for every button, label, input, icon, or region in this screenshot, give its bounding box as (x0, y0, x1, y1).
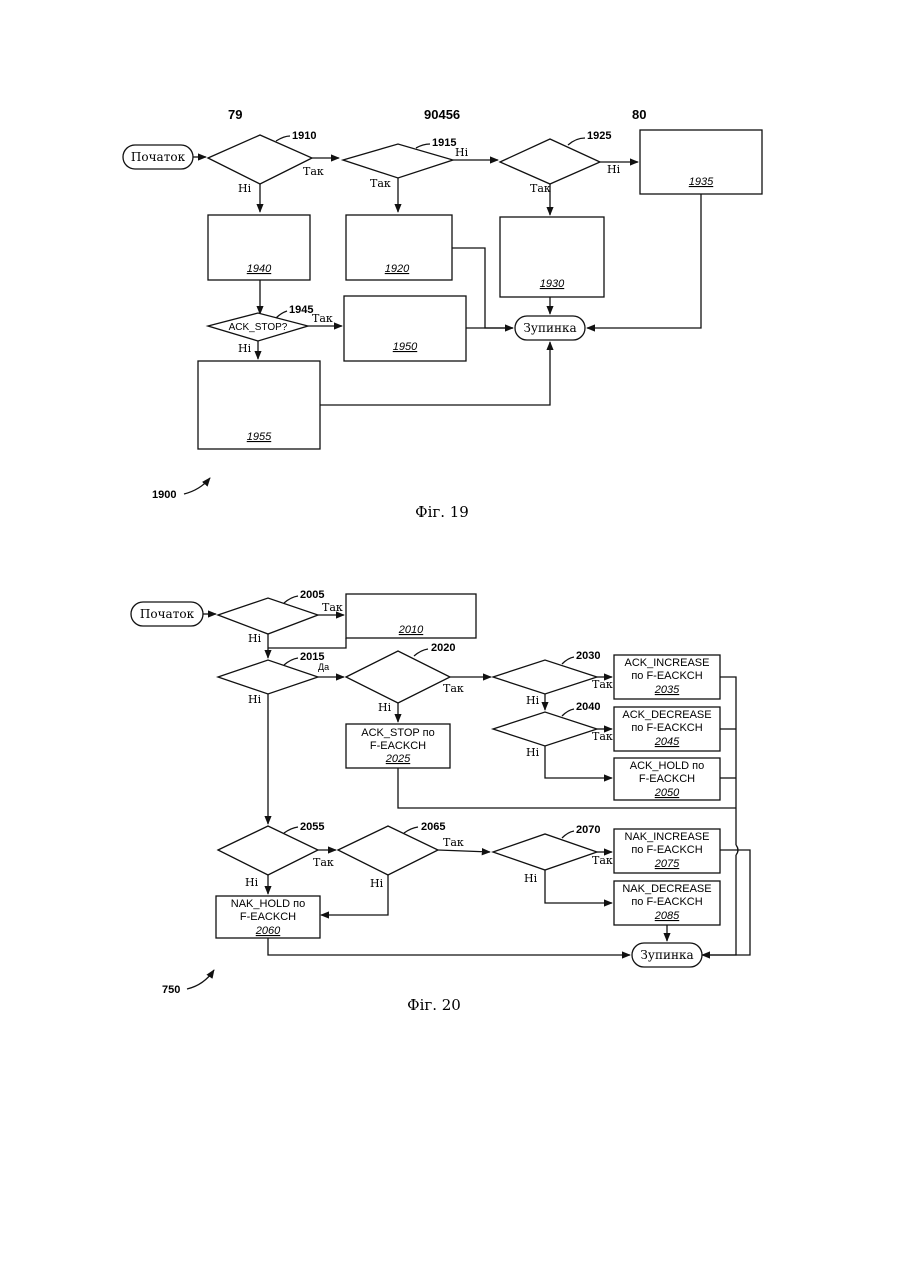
num-2085: 2085 (654, 910, 680, 922)
decision-2065 (338, 826, 438, 875)
yes-2005: Так (322, 601, 343, 614)
figure-20: Початок 2005 Так Ні 2010 2015 Да Ні 2020… (131, 589, 750, 1014)
decision-2015 (218, 660, 318, 694)
start-label-19: Початок (131, 150, 186, 164)
box-2050-line1: ACK_HOLD по (630, 760, 704, 772)
no-1910: Ні (238, 182, 252, 195)
decision-2030 (493, 660, 597, 694)
ref-2005: 2005 (300, 589, 324, 601)
yes-2020: Так (443, 682, 464, 695)
no-2020: Ні (378, 701, 392, 714)
no-2065: Ні (370, 877, 384, 890)
num-1955: 1955 (247, 431, 272, 443)
ref-2030: 2030 (576, 650, 600, 662)
decision-2040 (493, 712, 597, 746)
yes-2070: Так (592, 854, 613, 867)
decision-1925 (500, 139, 600, 184)
start-label-20: Початок (140, 607, 195, 621)
no-1915: Ні (455, 146, 469, 159)
no-2040: Ні (526, 746, 540, 759)
ref-2040: 2040 (576, 701, 600, 713)
ref-2055: 2055 (300, 821, 324, 833)
yes-2030: Так (592, 678, 613, 691)
decision-1910 (208, 135, 312, 184)
yes-2065: Так (443, 836, 464, 849)
ref-1910: 1910 (292, 130, 316, 142)
stop-label-20: Зупинка (640, 948, 693, 962)
ref-1945: 1945 (289, 304, 313, 316)
no-2055: Ні (245, 876, 259, 889)
no-2030: Ні (526, 694, 540, 707)
yes-2055: Так (313, 856, 334, 869)
stop-label-19: Зупинка (523, 321, 576, 335)
num-2025: 2025 (385, 753, 411, 765)
caption-fig20: Фіг. 20 (407, 996, 461, 1014)
header-right-number: 80 (632, 107, 646, 122)
box-2035-line2: по F-EACKCH (631, 670, 702, 682)
no-1945: Ні (238, 342, 252, 355)
box-2060-line2: F-EACKCH (240, 911, 296, 923)
num-2075: 2075 (654, 858, 680, 870)
box-2035-line1: ACK_INCREASE (625, 657, 710, 669)
box-2060-line1: NAK_HOLD по (231, 898, 305, 910)
yes-1910: Так (303, 165, 324, 178)
figure-ref-1900: 1900 (152, 489, 176, 501)
yes-1925: Так (530, 182, 551, 195)
decision-2055 (218, 826, 318, 875)
decision-2020 (346, 651, 450, 703)
num-2050: 2050 (654, 787, 680, 799)
no-2015: Ні (248, 693, 262, 706)
num-2035: 2035 (654, 684, 680, 696)
yes-2015: Да (318, 662, 329, 672)
header-left-number: 79 (228, 107, 242, 122)
decision-2070 (493, 834, 597, 870)
yes-2040: Так (592, 730, 613, 743)
box-2085-line2: по F-EACKCH (631, 896, 702, 908)
ref-1925: 1925 (587, 130, 611, 142)
decision-1915 (343, 144, 453, 178)
num-1930: 1930 (540, 278, 565, 290)
box-2025-line2: F-EACKCH (370, 740, 426, 752)
num-1935: 1935 (689, 176, 714, 188)
figure-ref-750: 750 (162, 984, 180, 996)
decision-2005 (218, 598, 318, 634)
yes-1915: Так (370, 177, 391, 190)
box-2075-line1: NAK_INCREASE (625, 831, 710, 843)
box-2025-line1: ACK_STOP по (361, 727, 434, 739)
box-2075-line2: по F-EACKCH (631, 844, 702, 856)
header-patent-number: 90456 (424, 107, 460, 122)
ref-1915: 1915 (432, 137, 456, 149)
ref-2020: 2020 (431, 642, 455, 654)
num-1920: 1920 (385, 263, 410, 275)
ref-2065: 2065 (421, 821, 445, 833)
decision-1945-text: ACK_STOP? (229, 322, 288, 333)
no-2005: Ні (248, 632, 262, 645)
num-1940: 1940 (247, 263, 272, 275)
box-2085-line1: NAK_DECREASE (622, 883, 711, 895)
yes-1945: Так (312, 312, 333, 325)
box-2045-line1: ACK_DECREASE (622, 709, 711, 721)
ref-2070: 2070 (576, 824, 600, 836)
no-1925: Ні (607, 163, 621, 176)
num-1950: 1950 (393, 341, 418, 353)
caption-fig19: Фіг. 19 (415, 503, 469, 521)
num-2010: 2010 (398, 624, 424, 636)
box-2045-line2: по F-EACKCH (631, 722, 702, 734)
no-2070: Ні (524, 872, 538, 885)
num-2045: 2045 (654, 736, 680, 748)
box-2050-line2: F-EACKCH (639, 773, 695, 785)
num-2060: 2060 (255, 925, 281, 937)
figure-19: Початок 1910 Так Ні 1915 Ні Так 1925 Ні … (123, 130, 762, 521)
